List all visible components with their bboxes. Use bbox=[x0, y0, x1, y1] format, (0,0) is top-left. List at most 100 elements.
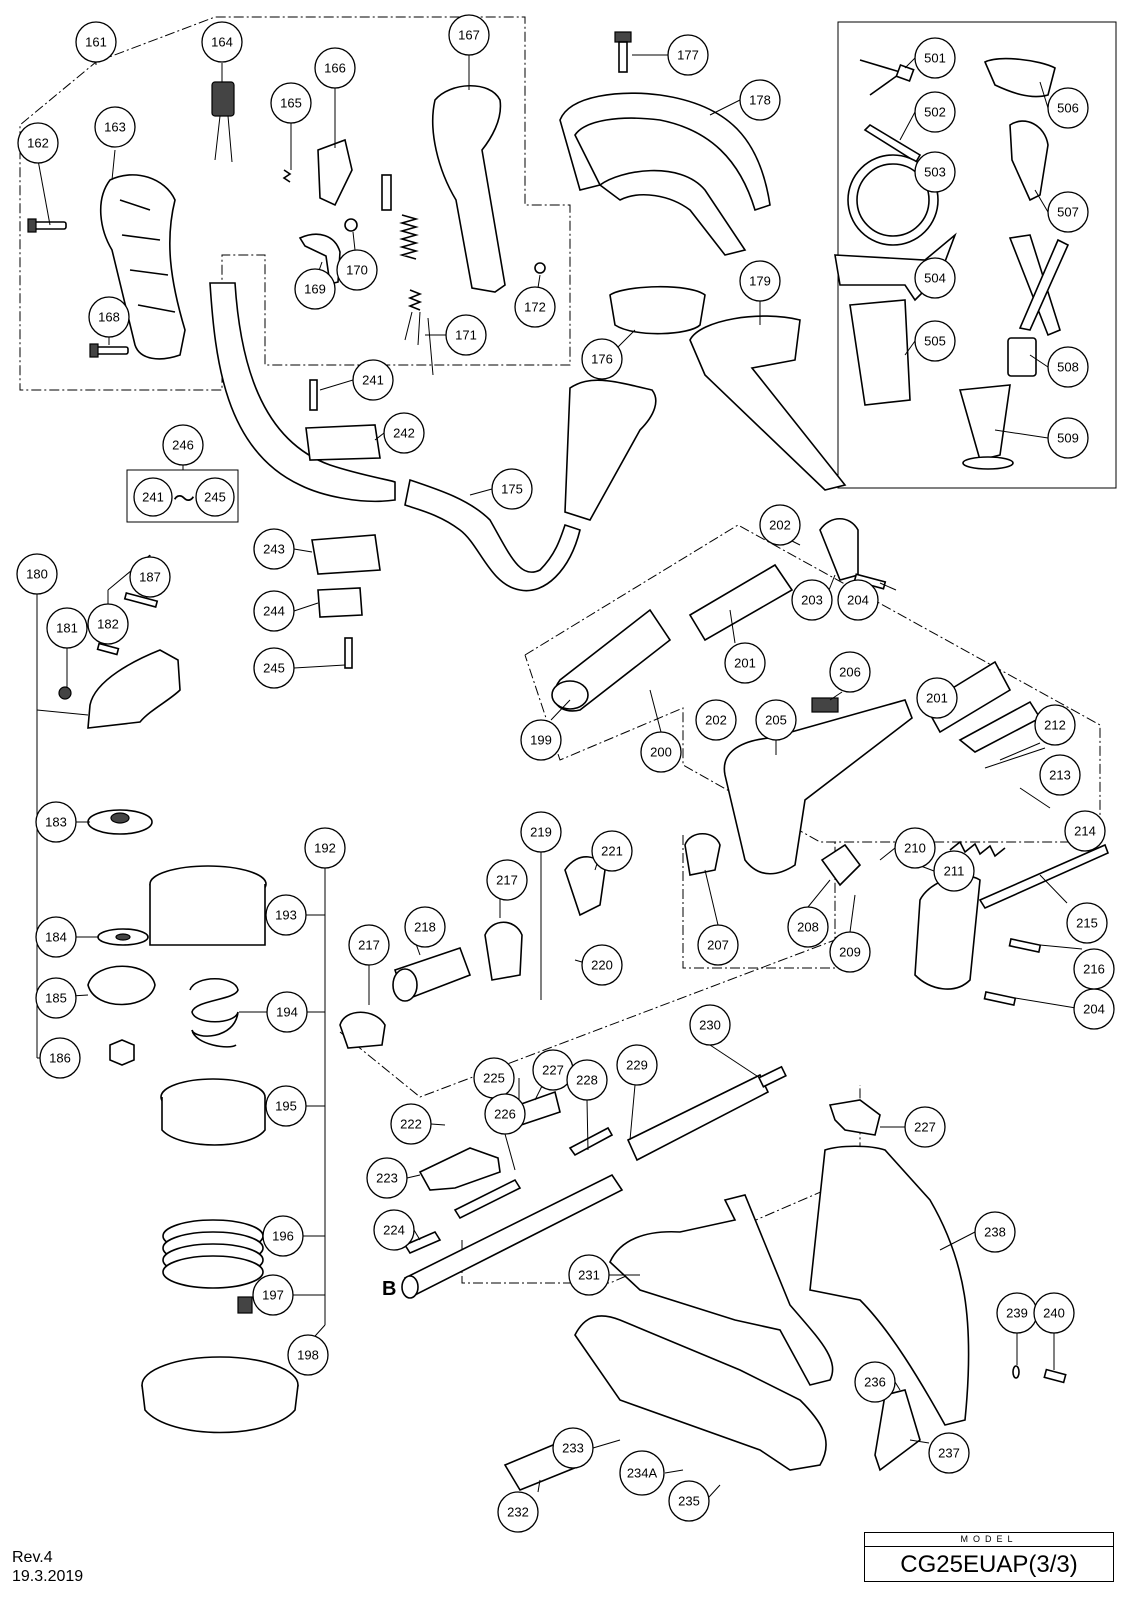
svg-text:195: 195 bbox=[275, 1099, 297, 1114]
callout-204a: 204 bbox=[837, 579, 879, 621]
svg-text:240: 240 bbox=[1043, 1306, 1065, 1321]
svg-text:165: 165 bbox=[280, 96, 302, 111]
svg-text:228: 228 bbox=[576, 1073, 598, 1088]
right-handle-half-167 bbox=[432, 84, 506, 293]
cutting-line-196 bbox=[162, 1219, 264, 1289]
callout-201b: 201 bbox=[916, 677, 958, 719]
callout-175: 175 bbox=[491, 468, 533, 510]
callout-212: 212 bbox=[1034, 704, 1076, 746]
callout-170: 170 bbox=[336, 249, 378, 291]
svg-text:177: 177 bbox=[677, 48, 699, 63]
callout-230: 230 bbox=[689, 1004, 731, 1046]
svg-text:246: 246 bbox=[172, 438, 194, 453]
callout-241b: 241 bbox=[133, 477, 173, 517]
svg-text:242: 242 bbox=[393, 426, 415, 441]
screw-177 bbox=[614, 31, 632, 73]
callout-505: 505 bbox=[914, 320, 956, 362]
callout-176: 176 bbox=[581, 338, 623, 380]
svg-text:222: 222 bbox=[400, 1117, 422, 1132]
revision-info: Rev.4 19.3.2019 bbox=[12, 1548, 83, 1586]
svg-text:181: 181 bbox=[56, 621, 78, 636]
svg-text:175: 175 bbox=[501, 482, 523, 497]
svg-text:241: 241 bbox=[142, 490, 164, 505]
callout-223: 223 bbox=[366, 1157, 408, 1199]
washer-184 bbox=[97, 928, 149, 946]
callout-206: 206 bbox=[829, 651, 871, 693]
svg-text:186: 186 bbox=[49, 1051, 71, 1066]
harness-507 bbox=[1009, 120, 1049, 202]
throttle-cable-214 bbox=[984, 747, 1051, 809]
svg-text:163: 163 bbox=[104, 120, 126, 135]
callout-214: 214 bbox=[1064, 810, 1106, 852]
cutter-blade-237 bbox=[874, 1389, 921, 1472]
svg-text:227: 227 bbox=[542, 1063, 564, 1078]
callout-240: 240 bbox=[1033, 1292, 1075, 1334]
svg-text:197: 197 bbox=[262, 1288, 284, 1303]
clutch-case-205 bbox=[723, 699, 913, 875]
callout-246: 246 bbox=[162, 424, 204, 466]
svg-text:237: 237 bbox=[938, 1446, 960, 1461]
svg-text:167: 167 bbox=[458, 28, 480, 43]
callout-225: 225 bbox=[473, 1057, 515, 1099]
nut-186 bbox=[109, 1039, 135, 1066]
callout-194: 194 bbox=[266, 991, 308, 1033]
svg-text:217: 217 bbox=[496, 873, 518, 888]
svg-text:193: 193 bbox=[275, 908, 297, 923]
callout-169: 169 bbox=[294, 268, 336, 310]
svg-text:238: 238 bbox=[984, 1225, 1006, 1240]
svg-text:185: 185 bbox=[45, 991, 67, 1006]
svg-text:232: 232 bbox=[507, 1505, 529, 1520]
svg-text:201: 201 bbox=[926, 691, 948, 706]
svg-text:201: 201 bbox=[734, 656, 756, 671]
pipe-B bbox=[401, 1173, 624, 1299]
revision-date: 19.3.2019 bbox=[12, 1568, 84, 1585]
drive-shaft-230 bbox=[626, 1065, 787, 1162]
callout-218: 218 bbox=[404, 906, 446, 948]
callout-201a: 201 bbox=[724, 642, 766, 684]
svg-text:245: 245 bbox=[263, 661, 285, 676]
callout-165: 165 bbox=[270, 82, 312, 124]
bracket-223 bbox=[418, 1147, 501, 1191]
svg-text:235: 235 bbox=[678, 1494, 700, 1509]
callout-167: 167 bbox=[448, 14, 490, 56]
callout-506: 506 bbox=[1047, 87, 1089, 129]
model-caption: MODEL bbox=[865, 1533, 1113, 1547]
guard-233 bbox=[574, 1315, 827, 1471]
svg-text:176: 176 bbox=[591, 352, 613, 367]
model-box: MODEL CG25EUAP(3/3) bbox=[864, 1532, 1114, 1582]
svg-text:220: 220 bbox=[591, 958, 613, 973]
clamp-217-lower bbox=[339, 1011, 386, 1049]
clamp-217-upper bbox=[484, 921, 523, 981]
svg-text:162: 162 bbox=[27, 136, 49, 151]
callout-501: 501 bbox=[914, 37, 956, 79]
spring-165 bbox=[282, 169, 292, 183]
washer-239 bbox=[1012, 1365, 1020, 1379]
screw-216 bbox=[1008, 937, 1042, 953]
svg-text:501: 501 bbox=[924, 51, 946, 66]
svg-text:504: 504 bbox=[924, 271, 946, 286]
callout-199: 199 bbox=[520, 719, 562, 761]
svg-text:210: 210 bbox=[904, 841, 926, 856]
clip-197 bbox=[237, 1296, 253, 1314]
spool-195 bbox=[160, 1078, 266, 1146]
safety-glasses-506 bbox=[983, 57, 1056, 98]
callout-207: 207 bbox=[697, 924, 739, 966]
frame-group-230 bbox=[461, 1085, 861, 1284]
callout-186: 186 bbox=[39, 1037, 81, 1079]
grip-201-upper bbox=[688, 563, 794, 642]
grip-200 bbox=[551, 608, 672, 712]
callout-233: 233 bbox=[552, 1427, 594, 1469]
cup-185 bbox=[87, 965, 156, 1006]
callout-198: 198 bbox=[287, 1334, 329, 1376]
callout-508: 508 bbox=[1047, 346, 1089, 388]
svg-text:241: 241 bbox=[362, 373, 384, 388]
svg-text:503: 503 bbox=[924, 165, 946, 180]
callout-192: 192 bbox=[304, 827, 346, 869]
callout-221: 221 bbox=[591, 830, 633, 872]
callout-180: 180 bbox=[16, 553, 58, 595]
svg-text:204: 204 bbox=[1083, 1002, 1105, 1017]
svg-text:161: 161 bbox=[85, 35, 107, 50]
svg-text:506: 506 bbox=[1057, 101, 1079, 116]
svg-text:239: 239 bbox=[1006, 1306, 1028, 1321]
callout-164: 164 bbox=[201, 21, 243, 63]
